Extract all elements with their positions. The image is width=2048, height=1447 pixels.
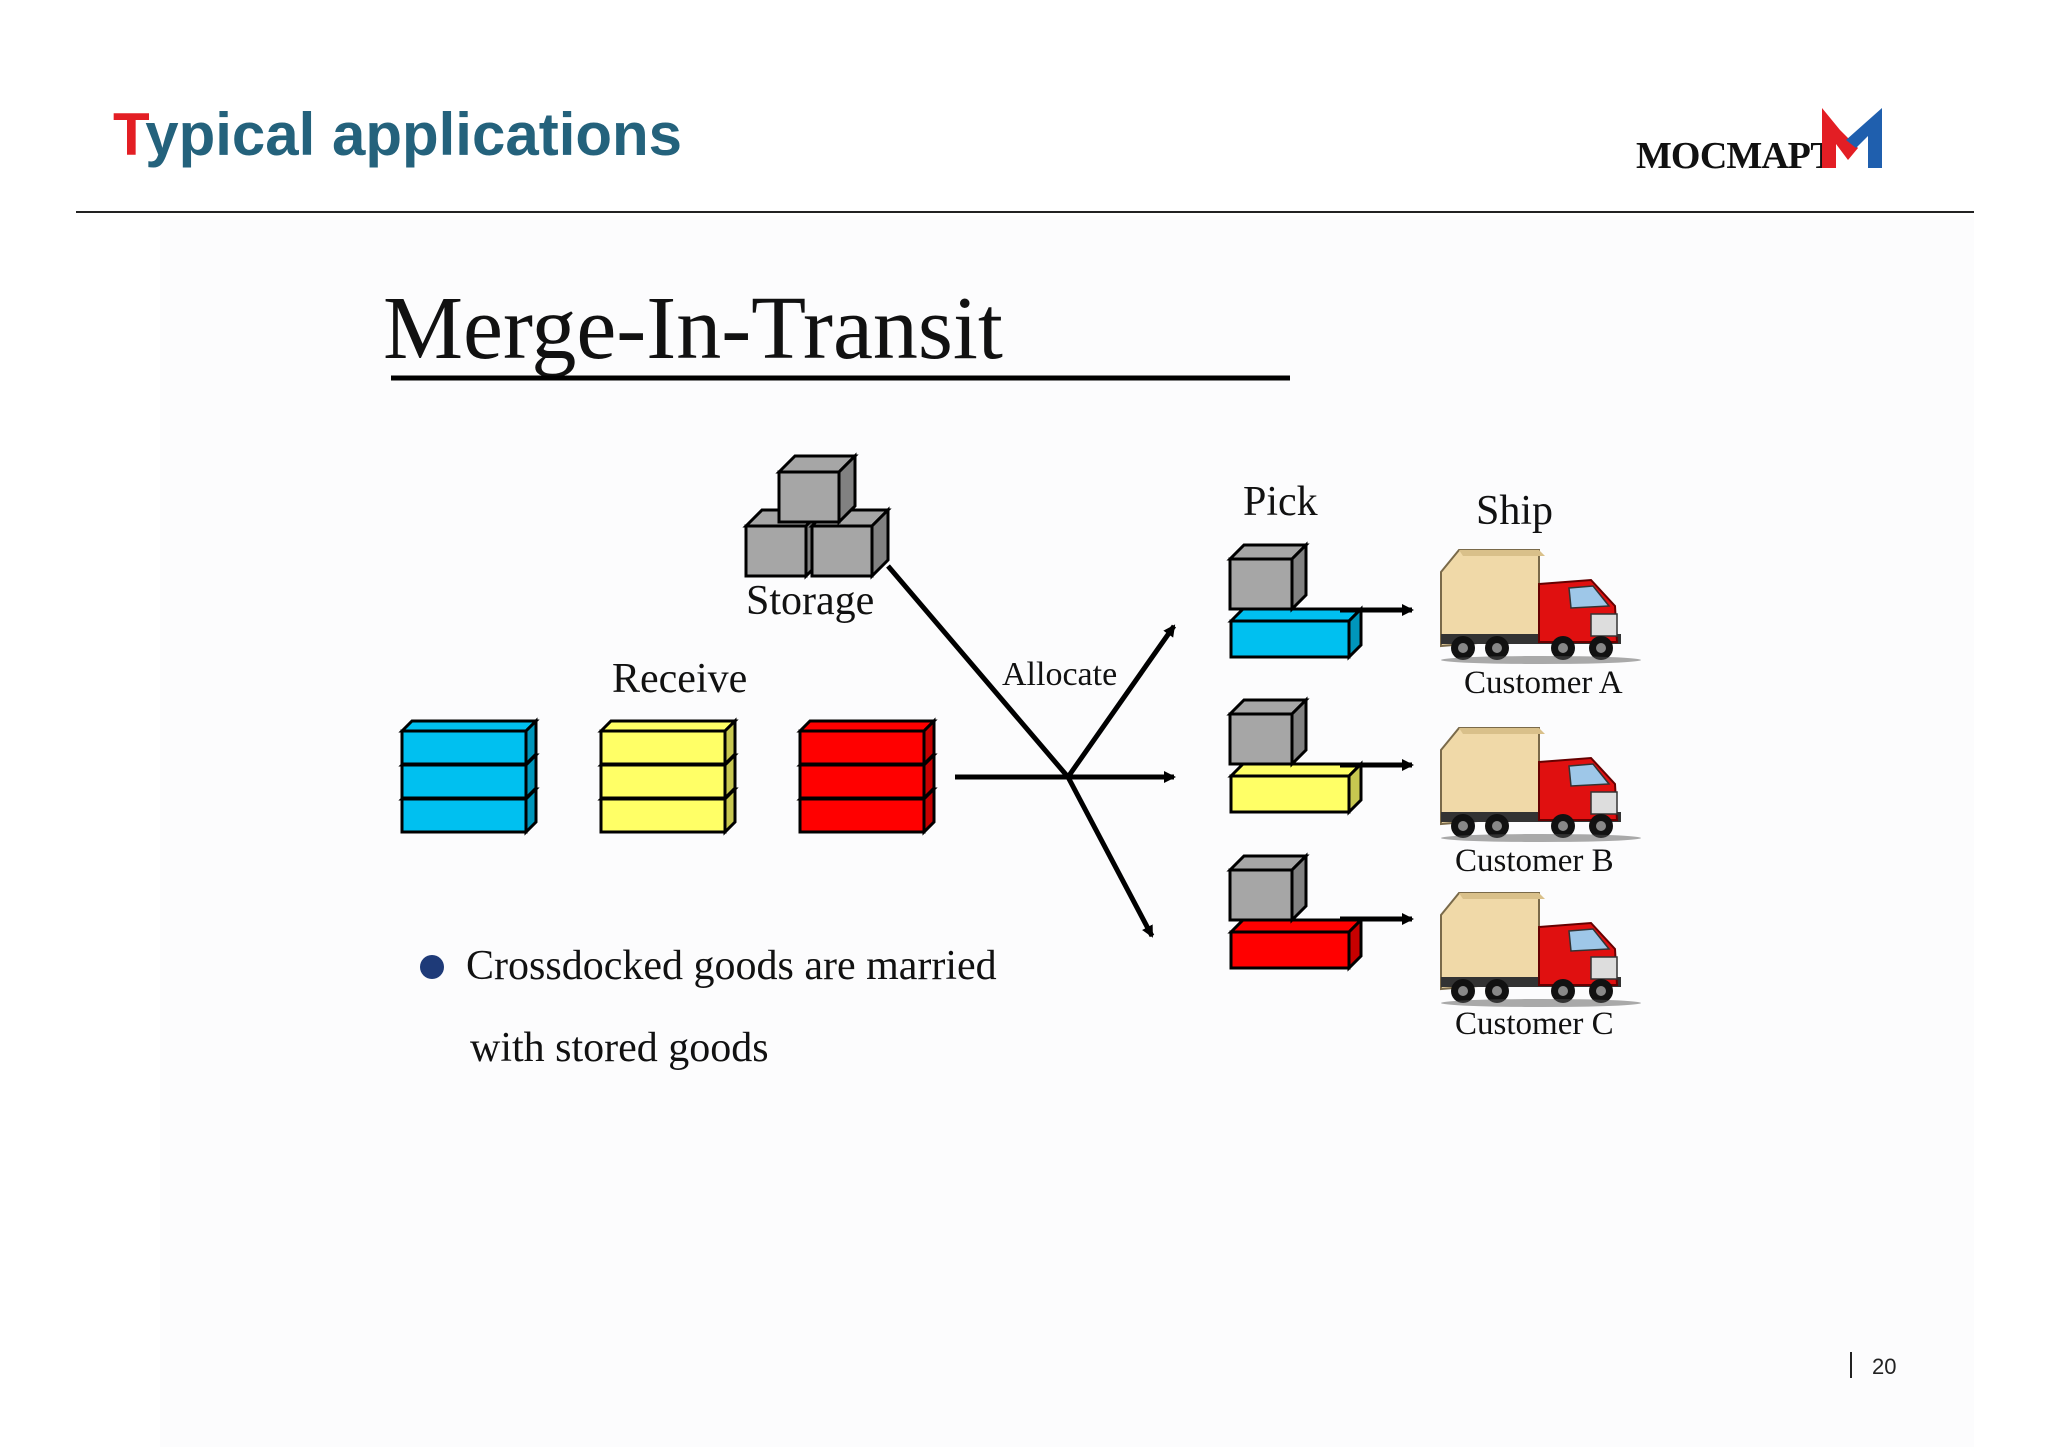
pick-c-cube xyxy=(1226,852,1310,924)
header-divider xyxy=(76,211,1974,213)
receive-label: Receive xyxy=(612,656,747,702)
truck-a-icon xyxy=(1440,549,1641,664)
shadow xyxy=(1441,834,1641,842)
storage-to-merge-line xyxy=(886,564,1070,779)
receive-yellow-pallet-stack-icon xyxy=(597,717,739,836)
shadow xyxy=(1441,999,1641,1007)
chassis xyxy=(1441,634,1621,644)
pick-b-base xyxy=(1227,760,1365,816)
receive-red-pallet-stack-icon xyxy=(796,717,938,836)
windshield xyxy=(1568,763,1611,787)
hubcap xyxy=(1596,643,1606,653)
pick-a-base xyxy=(1227,605,1365,661)
pick-b-cube xyxy=(1226,696,1310,768)
receive-blue-layer-1 xyxy=(398,717,540,768)
hubcap xyxy=(1492,986,1502,996)
hubcap xyxy=(1558,643,1568,653)
slide-title-first-letter: T xyxy=(113,101,146,168)
chassis xyxy=(1441,977,1621,987)
bullet-icon xyxy=(420,955,444,979)
pick-blue-pallet-icon xyxy=(1226,541,1365,661)
windshield xyxy=(1568,585,1611,609)
hubcap xyxy=(1492,821,1502,831)
ship-label: Ship xyxy=(1476,488,1553,534)
mosmart-logo: МОСМАРТ xyxy=(1636,108,1882,177)
trailer xyxy=(1440,892,1540,991)
grille xyxy=(1590,956,1618,980)
trailer-top xyxy=(1459,550,1545,556)
truck-b-icon xyxy=(1440,727,1641,842)
hubcap xyxy=(1596,986,1606,996)
trailer xyxy=(1440,549,1540,648)
pick-a-cube xyxy=(1226,541,1310,613)
truck-c-icon xyxy=(1440,892,1641,1007)
hubcap xyxy=(1458,643,1468,653)
logo-mark-icon xyxy=(1822,108,1882,168)
trailer xyxy=(1440,727,1540,826)
receive-yellow-layer-1 xyxy=(597,717,739,768)
customer-c-label: Customer C xyxy=(1455,1006,1614,1042)
footer-divider xyxy=(1850,1352,1852,1378)
grille xyxy=(1590,613,1618,637)
merge-to-pick-a-arrow-icon xyxy=(1065,624,1177,779)
pick-yellow-pallet-icon xyxy=(1226,696,1365,816)
page-number: 20 xyxy=(1872,1354,1897,1379)
hubcap xyxy=(1596,821,1606,831)
customer-b-label: Customer B xyxy=(1455,843,1614,879)
windshield xyxy=(1568,928,1611,952)
bullet-line-2: with stored goods xyxy=(470,1025,769,1071)
hubcap xyxy=(1458,986,1468,996)
merge-to-pick-c-arrow-icon xyxy=(1065,775,1155,938)
bullet-line-1: Crossdocked goods are married xyxy=(466,943,997,989)
receive-blue-pallet-stack-icon xyxy=(398,717,540,836)
hubcap xyxy=(1458,821,1468,831)
logo-text: МОСМАРТ xyxy=(1636,135,1835,177)
shadow xyxy=(1441,656,1641,664)
storage-label: Storage xyxy=(746,578,874,624)
chassis xyxy=(1441,812,1621,822)
ship-arrows xyxy=(1340,604,1414,925)
storage-box-stack-icon xyxy=(742,452,892,580)
trailer-top xyxy=(1459,893,1545,899)
pick-label: Pick xyxy=(1243,479,1318,525)
pick-c-base xyxy=(1227,916,1365,972)
grille xyxy=(1590,791,1618,815)
pick-red-pallet-icon xyxy=(1226,852,1365,972)
hubcap xyxy=(1558,986,1568,996)
allocate-label: Allocate xyxy=(1002,656,1117,693)
diagram-heading: Merge-In-Transit xyxy=(383,279,1003,378)
hubcap xyxy=(1558,821,1568,831)
trailer-top xyxy=(1459,728,1545,734)
customer-a-label: Customer A xyxy=(1464,665,1623,701)
allocate-arrows xyxy=(886,564,1177,938)
receive-yellow-layer-3 xyxy=(597,785,739,836)
receive-red-layer-1 xyxy=(796,717,938,768)
hubcap xyxy=(1492,643,1502,653)
storage-cube-top xyxy=(775,452,859,526)
slide-title: Typical applications xyxy=(113,100,682,169)
slide-title-rest: ypical applications xyxy=(145,101,683,168)
